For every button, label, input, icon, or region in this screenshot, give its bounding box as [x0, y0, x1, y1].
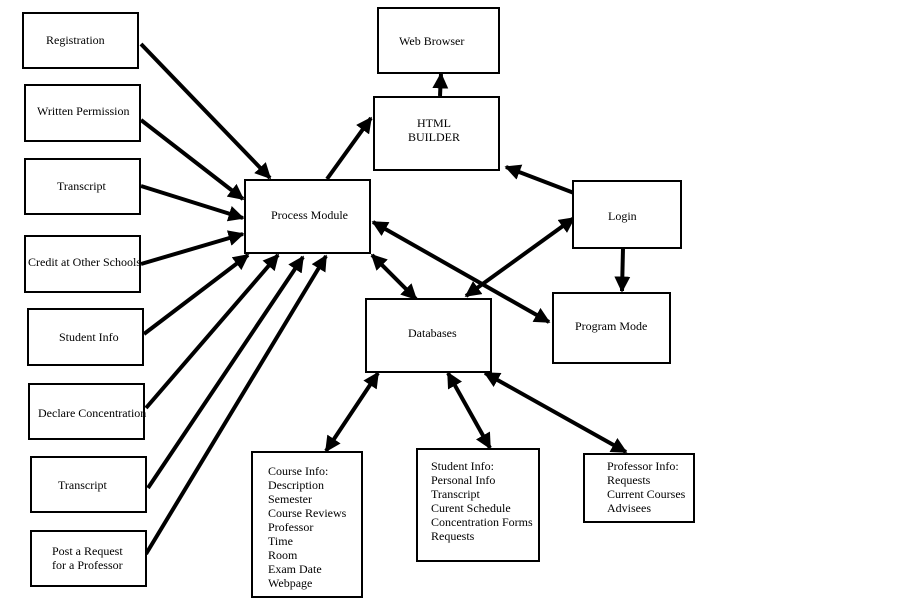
- edge-transcript1-to-process: [140, 184, 245, 222]
- node-login[interactable]: Login: [572, 180, 682, 249]
- table-field: Course Reviews: [268, 506, 347, 520]
- node-label: Login: [608, 209, 637, 223]
- node-label: Databases: [408, 326, 457, 340]
- edge-databases-login: [464, 216, 576, 298]
- edge-databases-student-info: [446, 371, 492, 450]
- node-label: Process Module: [271, 208, 348, 222]
- node-label: Student Info: [59, 330, 119, 344]
- node-transcript-1[interactable]: Transcript: [24, 158, 141, 215]
- table-field: Personal Info: [431, 473, 496, 487]
- table-field: Advisees: [607, 501, 651, 515]
- node-label: HTML BUILDER: [408, 116, 460, 144]
- node-label: Credit at Other Schools: [28, 255, 141, 269]
- node-registration[interactable]: Registration: [22, 12, 139, 69]
- table-student-info[interactable]: Student Info: Personal Info Transcript C…: [416, 448, 540, 562]
- table-field: Exam Date: [268, 562, 322, 576]
- node-label: Transcript: [57, 179, 106, 193]
- edge-login-to-program-mode: [614, 247, 631, 293]
- table-field: Requests: [607, 473, 651, 487]
- node-process-module[interactable]: Process Module: [244, 179, 371, 254]
- node-credit-other-schools[interactable]: Credit at Other Schools: [24, 235, 141, 293]
- node-label: Web Browser: [399, 34, 465, 48]
- edge-declare-to-process: [144, 253, 280, 410]
- table-course-info[interactable]: Course Info: Description Semester Course…: [251, 451, 363, 598]
- node-html-builder[interactable]: HTML BUILDER: [373, 96, 500, 171]
- node-label: Transcript: [58, 478, 107, 492]
- table-title: Course Info:: [268, 464, 329, 478]
- table-field: Current Courses: [607, 487, 686, 501]
- node-label: Declare Concentration: [38, 406, 147, 420]
- node-post-request[interactable]: Post a Request for a Professor: [30, 530, 147, 587]
- node-student-info[interactable]: Student Info: [27, 308, 144, 366]
- table-field: Description: [268, 478, 324, 492]
- table-field: Webpage: [268, 576, 313, 590]
- edge-process-databases: [370, 253, 418, 301]
- node-label-line: HTML: [417, 116, 451, 130]
- node-written-permission[interactable]: Written Permission: [24, 84, 141, 142]
- node-label: Written Permission: [37, 104, 130, 118]
- table-title: Student Info:: [431, 459, 494, 473]
- node-label: Post a Request for a Professor: [52, 544, 123, 572]
- table-fields: Professor Info: Requests Current Courses…: [607, 459, 685, 515]
- edge-databases-professor-info: [483, 371, 628, 454]
- node-label-line: for a Professor: [52, 558, 123, 572]
- table-field: Semester: [268, 492, 312, 506]
- table-field: Concentration Forms: [431, 515, 533, 529]
- table-field: Professor: [268, 520, 314, 534]
- node-label-line: BUILDER: [408, 130, 460, 144]
- edge-html-builder-to-web-browser: [432, 72, 449, 97]
- node-label: Registration: [46, 33, 105, 47]
- node-transcript-2[interactable]: Transcript: [30, 456, 147, 513]
- node-program-mode[interactable]: Program Mode: [552, 292, 671, 364]
- table-field: Curent Schedule: [431, 501, 511, 515]
- table-field: Transcript: [431, 487, 480, 501]
- edge-credit-to-process: [140, 230, 245, 266]
- table-fields: Student Info: Personal Info Transcript C…: [431, 459, 533, 543]
- edge-process-to-html-builder: [325, 116, 373, 181]
- node-web-browser[interactable]: Web Browser: [377, 7, 500, 74]
- table-professor-info[interactable]: Professor Info: Requests Current Courses…: [583, 453, 695, 523]
- table-field: Requests: [431, 529, 475, 543]
- table-field: Room: [268, 548, 298, 562]
- table-fields: Course Info: Description Semester Course…: [268, 464, 346, 590]
- table-title: Professor Info:: [607, 459, 679, 473]
- node-databases[interactable]: Databases: [365, 298, 492, 373]
- edge-student-info-to-process: [142, 253, 250, 336]
- table-field: Time: [268, 534, 293, 548]
- node-label-line: Post a Request: [52, 544, 123, 558]
- node-declare-concentration[interactable]: Declare Concentration: [28, 383, 147, 440]
- edge-registration-to-process: [139, 42, 272, 180]
- edge-login-to-html-builder: [504, 164, 575, 195]
- edge-databases-course-info: [324, 371, 380, 453]
- edge-written-permission-to-process: [139, 118, 245, 201]
- node-label: Program Mode: [575, 319, 648, 333]
